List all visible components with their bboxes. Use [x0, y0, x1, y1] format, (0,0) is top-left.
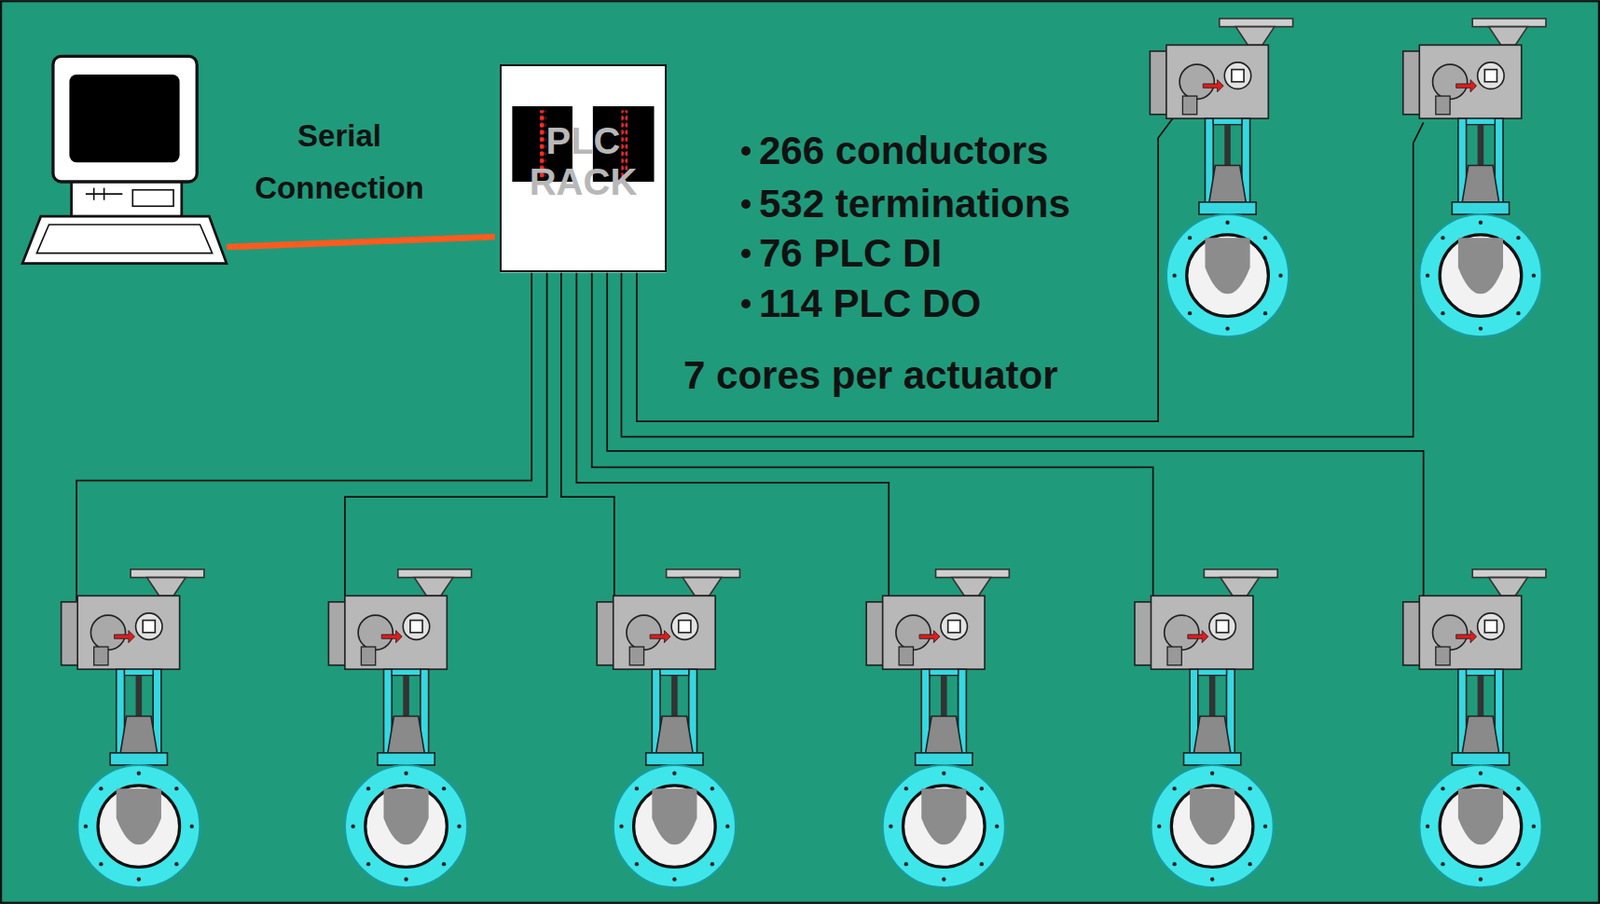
valve-actuator — [1403, 569, 1546, 888]
valve-actuator — [1134, 569, 1278, 888]
spec-note: 114 PLC DO — [758, 280, 981, 328]
spec-note: 76 PLC DI — [758, 230, 942, 277]
valve-actuator — [866, 569, 1009, 888]
plc-rack-box: PLC RACK — [499, 64, 667, 273]
plc-rack-fill — [499, 64, 666, 273]
bullet-dot — [741, 299, 751, 309]
valve-actuator — [61, 569, 205, 888]
bullet-dot — [741, 146, 751, 156]
bullet-dot — [741, 199, 751, 209]
bullet-dot — [741, 248, 751, 259]
connection-label: Serial Connection — [236, 110, 442, 215]
computer-icon — [22, 55, 227, 263]
serial-cable — [226, 236, 496, 248]
valve-actuator — [1149, 18, 1293, 337]
valve-actuator — [596, 569, 740, 888]
valve-actuator — [1403, 18, 1546, 337]
valve-actuator — [328, 569, 471, 888]
spec-note: 532 terminations — [758, 180, 1071, 228]
rack-label: PLC RACK — [505, 120, 662, 203]
spec-note: 7 cores per actuator — [683, 352, 1059, 400]
spec-note: 266 conductors — [758, 127, 1049, 175]
